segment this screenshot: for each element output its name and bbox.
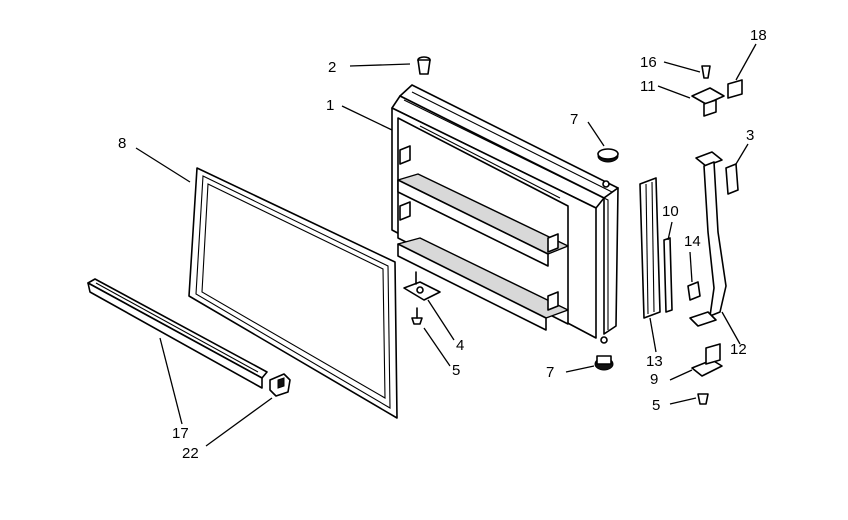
leader-18 [735,43,757,81]
lower-hinge-part [691,343,723,377]
callout-8: 8 [118,135,126,152]
leader-lines [135,43,757,447]
door-liner-part [391,84,619,339]
door-gasket-part [188,167,398,419]
callout-17: 17 [172,425,189,442]
leader-16 [663,61,701,73]
leader-9 [669,369,693,381]
screw-part [417,56,431,75]
handle-strip-part [639,177,661,319]
callout-3: 3 [746,127,754,144]
callout-18: 18 [750,27,767,44]
door-trim-strip-part [87,278,268,389]
leader-1 [341,105,393,131]
callout-2: 2 [328,59,336,76]
leader-5a [423,327,451,367]
callout-13: 13 [646,353,663,370]
handle-part [689,151,727,327]
callout-7b: 7 [546,364,554,381]
leader-7a [587,121,605,147]
leader-7b [565,365,595,373]
leader-8 [135,147,191,183]
hinge-bracket-part [403,271,441,301]
leader-17 [159,337,183,425]
callout-1: 1 [326,97,334,114]
leader-10 [667,221,673,241]
leader-5b [669,397,697,405]
leader-3 [735,143,749,165]
callout-12: 12 [730,341,747,358]
screw-part-left [411,307,423,325]
callout-11: 11 [640,78,656,95]
callout-5b: 5 [652,397,660,414]
callout-9: 9 [650,371,658,388]
callout-14: 14 [684,233,701,250]
leader-14 [689,251,693,283]
leader-12 [721,311,741,345]
leader-22 [205,397,273,447]
callout-10: 10 [662,203,679,220]
callout-5a: 5 [452,362,460,379]
upper-hinge-part [691,87,725,117]
callout-labels: 2 1 7 8 4 5 7 17 22 16 11 18 3 10 14 13 … [118,27,767,462]
callout-22: 22 [182,445,199,462]
callout-16: 16 [640,54,657,71]
spacer-part [687,281,701,301]
leader-4 [427,299,455,341]
hinge-screw-part [701,65,711,79]
screw-part-right [697,393,709,405]
leader-2 [349,63,411,67]
callout-7a: 7 [570,111,578,128]
handle-end-cap-part [725,163,739,195]
hinge-cap-bottom-part [594,336,614,371]
trim-end-cap-part [269,373,291,397]
hinge-cap-top-part [597,148,619,188]
callout-4: 4 [456,337,464,354]
hinge-shim-part [727,79,743,99]
leader-11 [657,85,691,99]
handle-insert-part [663,237,673,313]
leader-13 [649,317,657,353]
